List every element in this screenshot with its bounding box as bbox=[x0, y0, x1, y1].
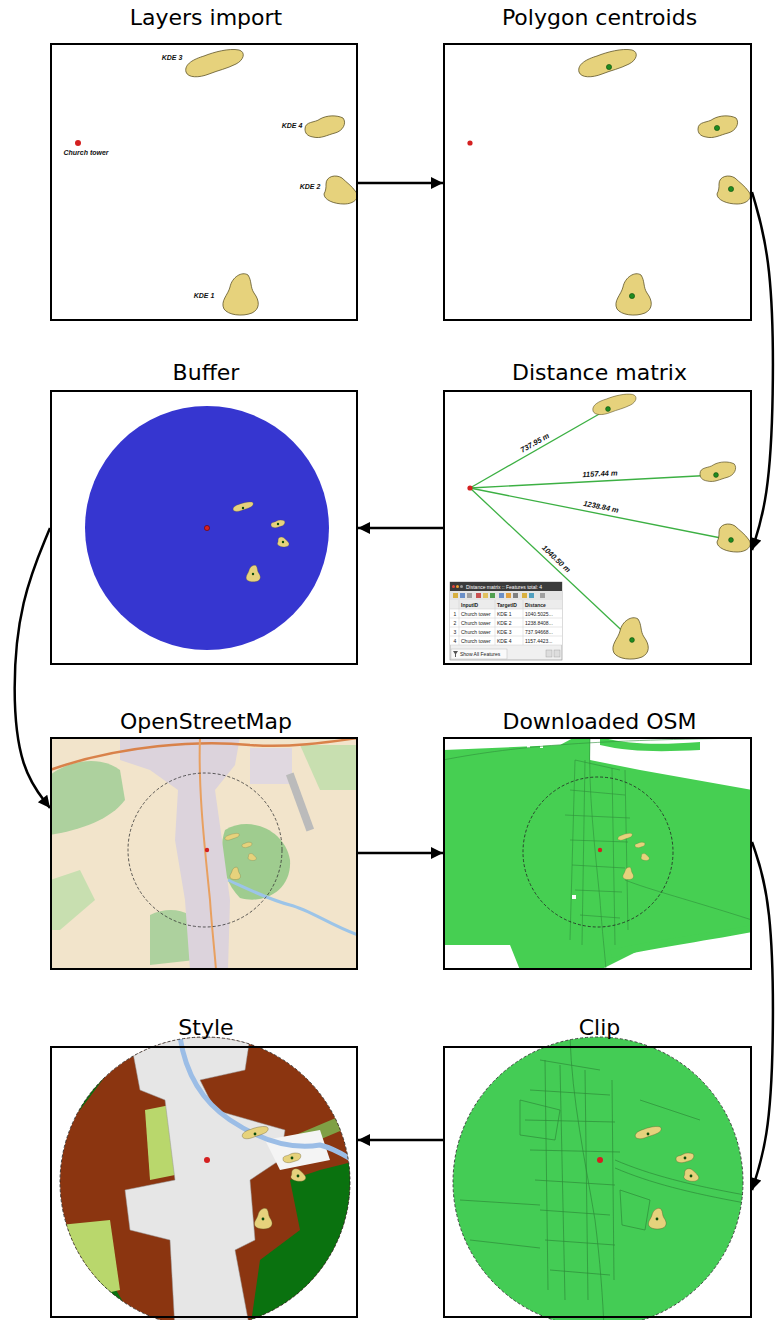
table-header: InputID bbox=[461, 602, 478, 607]
table-cell: Church tower bbox=[461, 620, 491, 625]
step-panel: Distance matrix bbox=[443, 390, 752, 665]
distance-map bbox=[450, 394, 750, 660]
step-title: Downloaded OSM bbox=[405, 709, 782, 735]
buffer-map bbox=[85, 406, 329, 650]
row-number: 2 bbox=[454, 620, 457, 625]
table-cell: Church tower bbox=[461, 629, 491, 634]
step-title: OpenStreetMap bbox=[12, 709, 400, 735]
step-panel: Layers import bbox=[50, 43, 358, 321]
step-panel: Clip bbox=[443, 1046, 752, 1318]
step-title: Layers import bbox=[12, 5, 400, 31]
downloaded-osm-map bbox=[443, 737, 752, 970]
map-label: KDE 2 bbox=[300, 183, 321, 190]
step-panel: Downloaded OSM bbox=[443, 737, 752, 970]
step-title: Polygon centroids bbox=[405, 5, 782, 31]
step-panel: OpenStreetMap bbox=[50, 737, 358, 970]
window-title: Distance matrix :: Features total: 4 bbox=[466, 584, 542, 589]
table-cell: Church tower bbox=[461, 611, 491, 616]
step-panel: Style bbox=[50, 1046, 358, 1318]
flow-arrow bbox=[358, 527, 443, 530]
attribute-table-window bbox=[450, 582, 562, 660]
table-cell: KDE 1 bbox=[497, 611, 511, 616]
table-header: Distance bbox=[525, 602, 546, 607]
table-cell: KDE 3 bbox=[497, 629, 511, 634]
flow-arrow bbox=[752, 192, 773, 550]
clipped-osm-map bbox=[453, 1037, 745, 1320]
table-cell: KDE 2 bbox=[497, 620, 511, 625]
step-panel: Buffer bbox=[50, 390, 358, 665]
flow-arrow bbox=[15, 528, 50, 808]
step-title: Style bbox=[12, 1015, 400, 1041]
table-button: Show All Features bbox=[460, 652, 500, 657]
distance-label: 1238.84 m bbox=[582, 500, 621, 515]
distance-label: 1157.44 m bbox=[581, 469, 619, 478]
layers-map bbox=[75, 49, 357, 315]
table-cell: 737.94668... bbox=[525, 629, 553, 634]
styled-landuse-map bbox=[50, 1037, 362, 1320]
table-cell: KDE 4 bbox=[497, 638, 511, 643]
flow-arrow bbox=[358, 852, 443, 855]
centroids-map bbox=[467, 49, 750, 315]
table-cell: 1238.8408... bbox=[525, 620, 553, 625]
step-title: Distance matrix bbox=[405, 360, 782, 386]
flow-arrow bbox=[358, 182, 443, 185]
distance-label: 1040.50 m bbox=[540, 543, 573, 574]
map-label: KDE 4 bbox=[282, 122, 303, 129]
table-cell: 1157.4423... bbox=[525, 638, 552, 643]
table-cell: 1040.5025... bbox=[525, 611, 553, 616]
step-panel: Polygon centroids bbox=[443, 43, 752, 321]
map-label: KDE 1 bbox=[194, 292, 215, 299]
map-label: Church tower bbox=[63, 149, 108, 156]
map-label: KDE 3 bbox=[162, 54, 183, 61]
row-number: 4 bbox=[454, 638, 457, 643]
table-header: TargetID bbox=[497, 602, 517, 607]
flow-arrow bbox=[358, 1139, 443, 1142]
row-number: 3 bbox=[454, 629, 457, 634]
row-number: 1 bbox=[454, 611, 457, 616]
table-cell: Church tower bbox=[461, 638, 491, 643]
step-title: Clip bbox=[405, 1015, 782, 1041]
distance-label: 737.95 m bbox=[519, 431, 552, 454]
flow-arrow bbox=[752, 842, 773, 1190]
osm-tiles-map bbox=[50, 737, 358, 970]
step-title: Buffer bbox=[12, 360, 400, 386]
